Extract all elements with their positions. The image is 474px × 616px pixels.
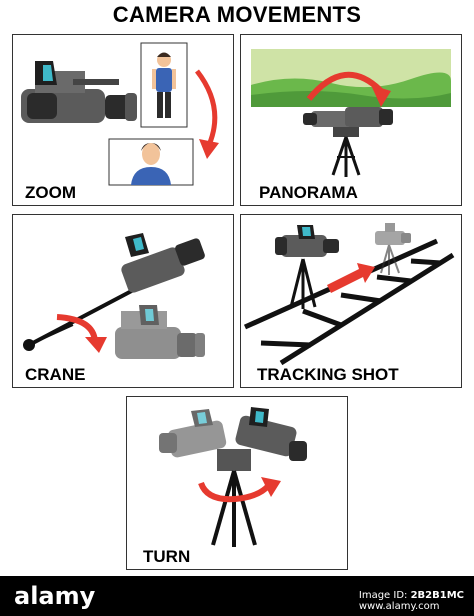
pan-arrow-icon bbox=[306, 72, 391, 107]
label-tracking-shot: TRACKING SHOT bbox=[257, 365, 399, 384]
camera-icon bbox=[303, 107, 393, 127]
camera-icon bbox=[275, 225, 339, 257]
watermark-footer: alamy Image ID: 2B2B1MC www.alamy.com bbox=[0, 576, 474, 616]
person-full-icon bbox=[152, 52, 176, 118]
camera-icon bbox=[235, 407, 307, 461]
site-url: www.alamy.com bbox=[358, 601, 440, 612]
panorama-illustration bbox=[251, 49, 451, 177]
panel-turn: TURN bbox=[126, 396, 348, 570]
label-crane: CRANE bbox=[25, 365, 86, 384]
image-id-code: 2B2B1MC bbox=[410, 590, 464, 601]
camera-icon bbox=[121, 233, 205, 293]
panel-panorama: PANORAMA bbox=[240, 34, 462, 206]
turn-illustration bbox=[159, 407, 307, 547]
camera-icon bbox=[115, 305, 205, 359]
label-zoom: ZOOM bbox=[25, 183, 76, 202]
camera-icon bbox=[375, 223, 411, 275]
zoom-illustration bbox=[21, 42, 219, 186]
crane-arrow-icon bbox=[56, 314, 107, 353]
tracking-arrow-icon bbox=[327, 263, 375, 293]
zoom-arrow-icon bbox=[195, 69, 219, 159]
crane-arm-icon bbox=[23, 283, 144, 351]
image-id-prefix: Image ID: bbox=[358, 590, 411, 601]
dolly-track-icon bbox=[243, 238, 455, 366]
image-id-line: Image ID: 2B2B1MC www.alamy.com bbox=[359, 590, 464, 612]
tripod-icon bbox=[289, 258, 317, 309]
label-panorama: PANORAMA bbox=[259, 183, 358, 202]
crane-illustration bbox=[23, 233, 205, 359]
page-title: CAMERA MOVEMENTS bbox=[112, 2, 362, 27]
brand-logo: alamy bbox=[14, 582, 96, 610]
camera-icon bbox=[159, 409, 227, 458]
person-closeup-icon bbox=[131, 143, 171, 185]
label-turn: TURN bbox=[143, 547, 191, 566]
panel-tracking-shot: TRACKING SHOT bbox=[240, 214, 462, 388]
tripod-icon bbox=[211, 470, 257, 547]
tripod-icon bbox=[331, 127, 361, 177]
panel-crane: CRANE bbox=[12, 214, 234, 388]
camera-icon bbox=[21, 61, 137, 123]
tracking-illustration bbox=[243, 223, 455, 366]
turn-arrow-icon bbox=[198, 477, 281, 503]
panel-zoom: ZOOM bbox=[12, 34, 234, 206]
